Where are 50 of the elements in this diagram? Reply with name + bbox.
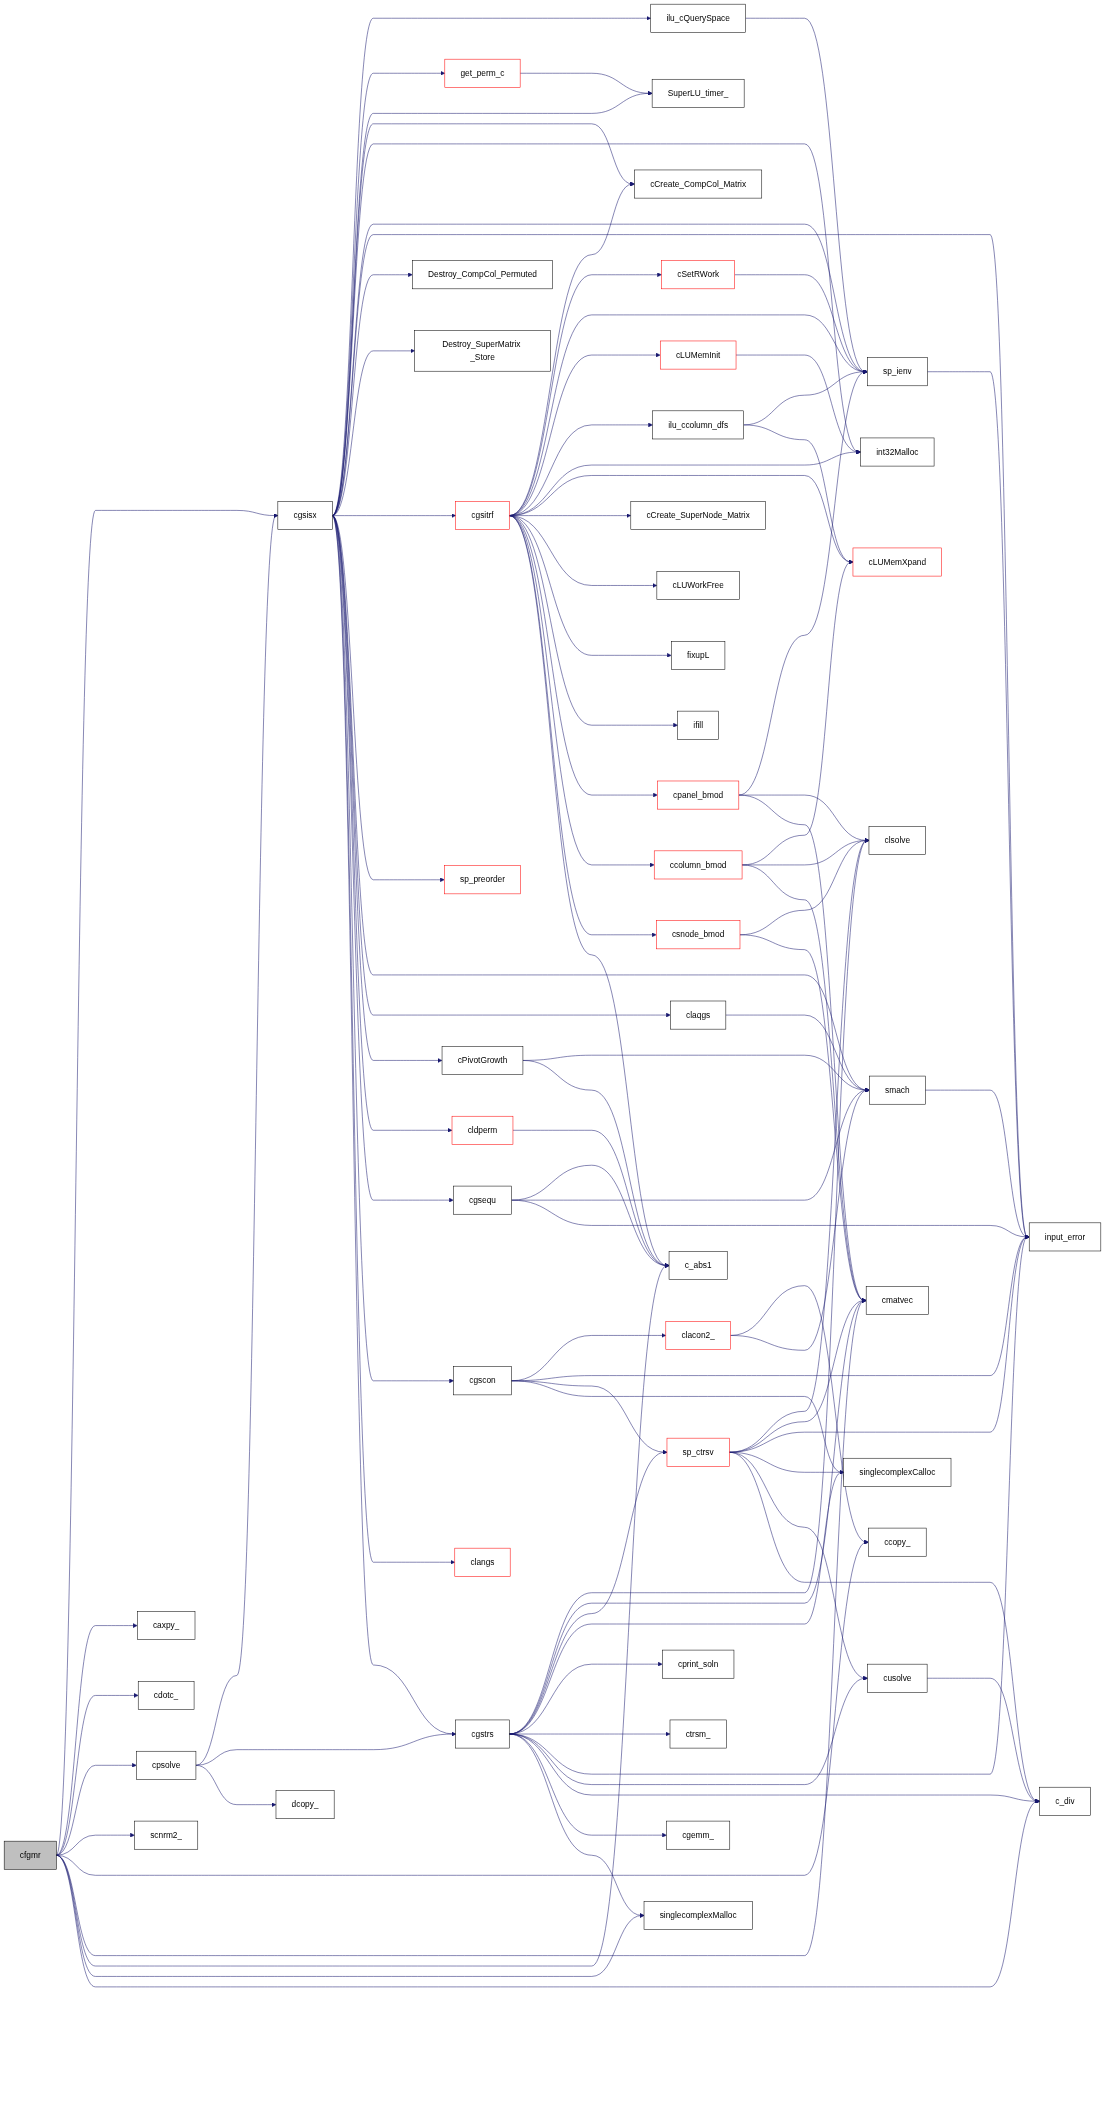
node-box: cpanel_bmod	[657, 780, 740, 810]
node-box: cSetRWork	[661, 260, 735, 290]
node-box: c_abs1	[668, 1251, 728, 1280]
node-box: claqgs	[670, 1000, 727, 1030]
node-box: smach	[869, 1075, 926, 1105]
node-box: cPivotGrowth	[441, 1046, 524, 1075]
node-box: cCreate_SuperNode_Matrix	[630, 501, 766, 530]
node-box: sp_ctrsv	[666, 1437, 730, 1467]
node-box: ifill	[677, 710, 719, 740]
node-box: cmatvec	[865, 1286, 929, 1315]
node-box: sp_preorder	[444, 865, 521, 895]
node-box: cgstrs	[455, 1719, 510, 1749]
node-box: clsolve	[868, 826, 926, 855]
node-box: cgsisx	[277, 501, 333, 530]
node-box: ccolumn_bmod	[653, 850, 743, 880]
node-box: c_div	[1039, 1786, 1091, 1816]
node-box: clangs	[454, 1547, 511, 1577]
node-box: cdotc_	[137, 1681, 195, 1710]
node-box: cgscon	[453, 1366, 512, 1396]
node-box: caxpy_	[137, 1611, 196, 1640]
node-box: singlecomplexMalloc	[643, 1901, 753, 1930]
node-box: cgemm_	[666, 1820, 731, 1850]
node-box: singlecomplexCalloc	[843, 1457, 952, 1487]
node-box: cCreate_CompCol_Matrix	[634, 169, 763, 199]
node-box: cLUWorkFree	[656, 571, 740, 600]
node-box: Destroy_SuperMatrix _Store	[414, 330, 551, 372]
node-box: get_perm_c	[444, 58, 521, 88]
node-box: clacon2_	[665, 1321, 731, 1350]
node-box: cpsolve	[136, 1750, 197, 1780]
node-box: fixupL	[671, 641, 726, 670]
node-box: cLUMemInit	[660, 340, 737, 370]
node-box: sp_ienv	[867, 357, 928, 387]
node-box: ilu_ccolumn_dfs	[652, 410, 744, 440]
node-box: scnrm2_	[134, 1820, 199, 1850]
node-box: cfgmr	[3, 1840, 57, 1870]
node-box: SuperLU_timer_	[651, 79, 745, 108]
node-box: dcopy_	[275, 1790, 335, 1819]
node-box: Destroy_CompCol_Permuted	[412, 260, 553, 290]
node-box: ilu_cQuerySpace	[650, 3, 746, 33]
node-box: input_error	[1028, 1222, 1102, 1252]
node-box: cLUMemXpand	[852, 547, 942, 577]
node-box: ctrsm_	[669, 1719, 727, 1749]
node-box: csnode_bmod	[656, 920, 741, 950]
node-box: cldperm	[451, 1115, 514, 1145]
node-box: cusolve	[867, 1663, 928, 1693]
node-box: int32Malloc	[860, 437, 935, 467]
node-box: cgsitrf	[455, 501, 510, 530]
node-box: cprint_soln	[662, 1649, 735, 1679]
node-box: ccopy_	[868, 1527, 927, 1557]
node-box: cgsequ	[453, 1185, 512, 1215]
